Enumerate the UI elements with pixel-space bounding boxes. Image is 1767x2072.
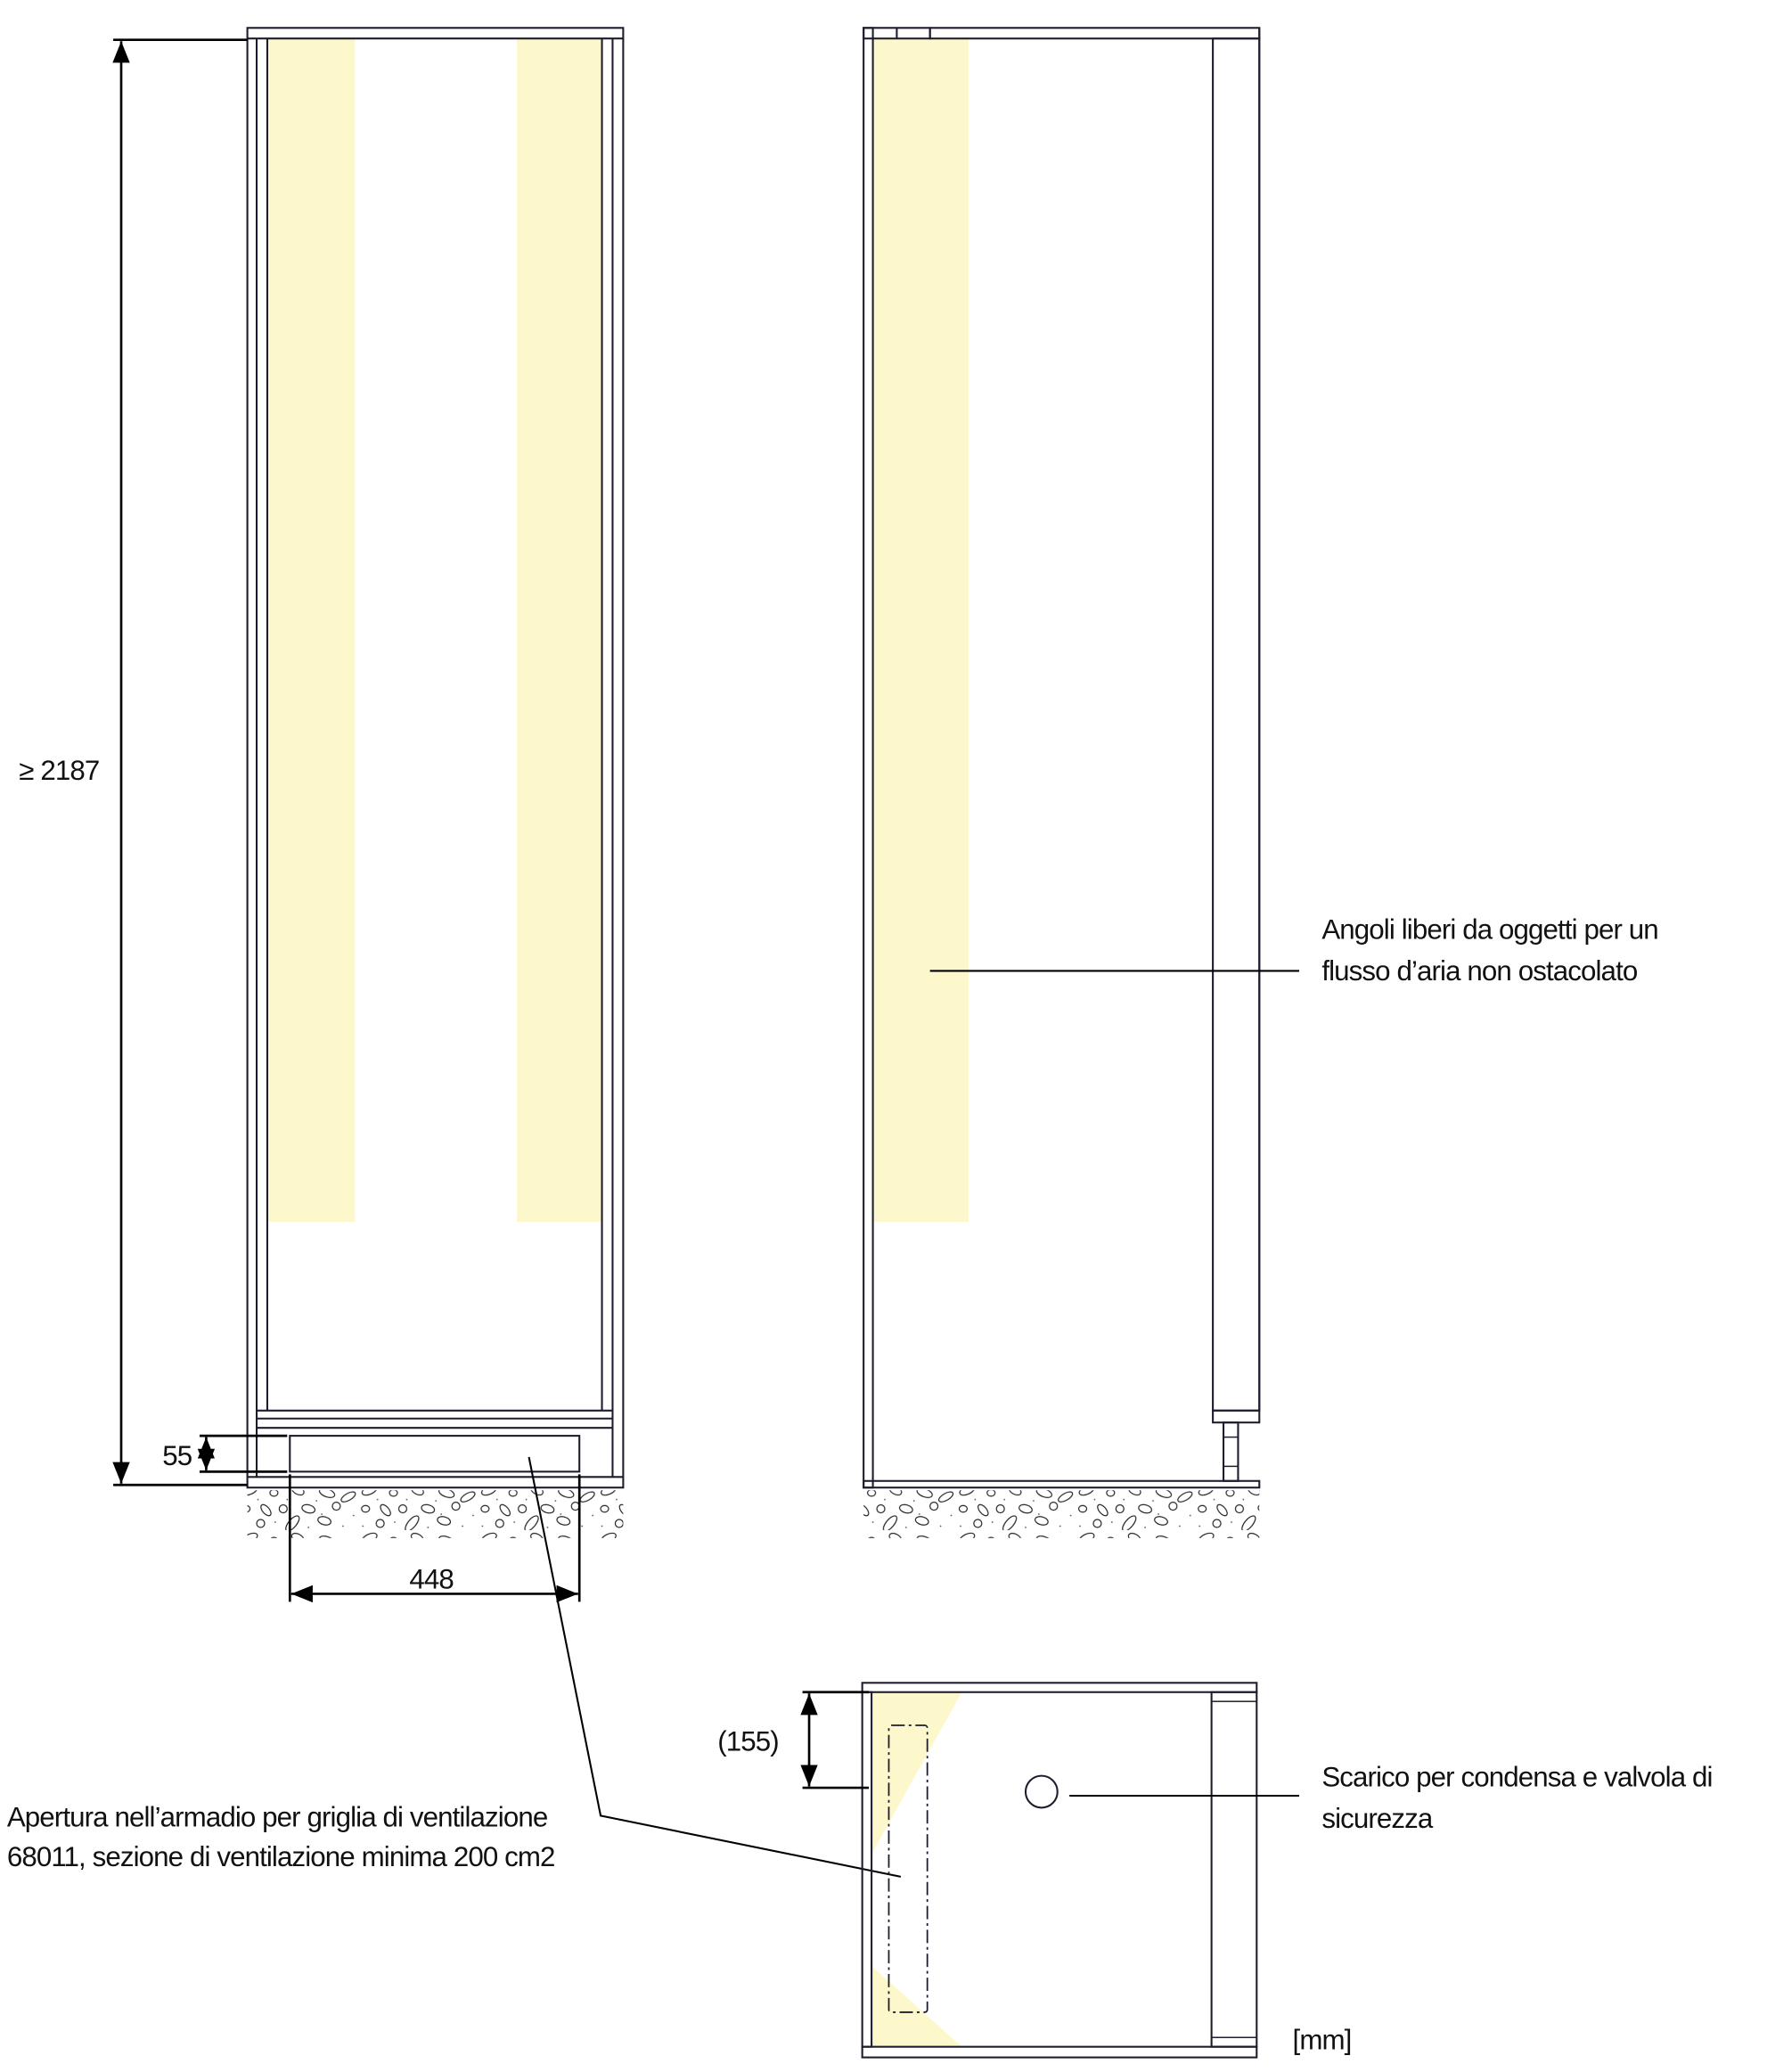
condensate-drain-icon <box>1024 1774 1059 1809</box>
drain-annotation-line1: Scarico per condensa e valvola di <box>1321 1762 1712 1793</box>
cabinet-outline <box>246 27 625 1489</box>
height-dimension-label: ≥ 2187 <box>19 755 99 786</box>
airflow-zone-top <box>871 1691 962 1855</box>
corners-annotation-line2: flusso d’aria non ostacolato <box>1321 955 1638 987</box>
depth-offset-label: (155) <box>717 1725 779 1757</box>
top-view: (155) Scarico per condensa e valvola di … <box>717 1682 1713 2059</box>
plinth <box>1222 1421 1239 1482</box>
floor-gravel <box>247 1490 624 1538</box>
opening-annotation-line1: Apertura nell’armadio per griglia di ven… <box>7 1801 548 1832</box>
airflow-zone-right <box>517 38 602 1223</box>
floor-gravel <box>863 1490 1260 1538</box>
door <box>1210 1691 1258 2048</box>
corners-annotation-line1: Angoli liberi da oggetti per un <box>1321 914 1657 946</box>
front-view: ≥ 2187 55 448 <box>19 27 902 1878</box>
opening-annotation-line2: 68011, sezione di ventilazione minima 20… <box>7 1841 555 1872</box>
airflow-zone-left <box>266 38 356 1223</box>
drain-annotation-line2: sicurezza <box>1321 1803 1434 1834</box>
opening-leader-line <box>528 1456 902 1878</box>
airflow-zone-bottom <box>871 1965 962 2047</box>
units-label: [mm] <box>1293 2025 1352 2056</box>
side-view: Angoli liberi da oggetti per un flusso d… <box>863 27 1659 1538</box>
door <box>1212 37 1261 1412</box>
ventilation-grille-outline <box>888 1724 928 2013</box>
ventilation-opening <box>289 1435 581 1473</box>
opening-width-label: 448 <box>409 1564 454 1595</box>
opening-height-label: 55 <box>162 1440 192 1471</box>
airflow-zone-side <box>872 38 969 1223</box>
